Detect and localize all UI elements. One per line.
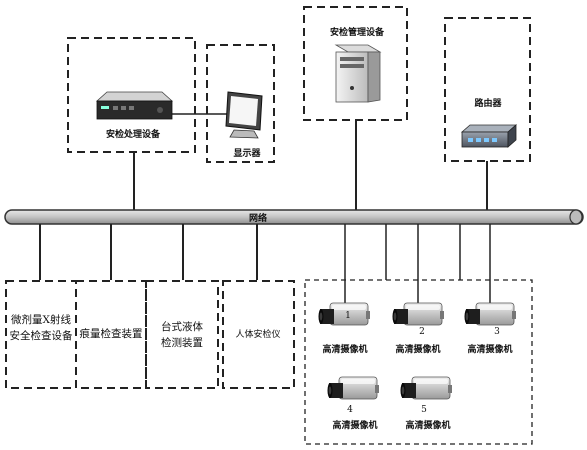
monitor-icon	[225, 91, 263, 139]
camera-1: 1 高清摄像机	[318, 302, 371, 355]
processing-device-box	[67, 37, 196, 153]
trace-device-label: 痕量检查装置	[80, 327, 143, 340]
monitor-label: 显示器	[233, 148, 261, 159]
network-label: 网络	[249, 212, 267, 224]
monitor-box	[206, 44, 275, 163]
router-label: 路由器	[474, 97, 502, 109]
processing-device-label: 安检处理设备	[106, 128, 161, 140]
camera-label: 高清摄像机	[332, 419, 377, 431]
xray-device-label-line-2: 安全检查设备	[10, 329, 73, 342]
camera-icon	[400, 376, 453, 400]
camera-number: 2	[419, 327, 425, 337]
router-icon	[460, 124, 518, 148]
camera-number: 3	[494, 327, 500, 337]
liquid-device-label-line-2: 检测装置	[161, 336, 203, 349]
body-scanner-box	[222, 280, 295, 389]
camera-4: 4 高清摄像机	[327, 376, 380, 431]
camera-icon	[464, 302, 517, 326]
camera-number: 5	[421, 405, 427, 415]
body-scanner-label: 人体安检仪	[235, 328, 280, 340]
camera-label: 高清摄像机	[395, 343, 440, 355]
network-bus	[4, 209, 584, 225]
security-processor-icon	[95, 91, 174, 120]
camera-2: 2 高清摄像机	[392, 302, 445, 355]
liquid-device-box	[145, 280, 219, 389]
camera-5: 5 高清摄像机	[400, 376, 453, 431]
router-box	[444, 17, 531, 162]
liquid-device-label-line-1: 台式液体	[161, 320, 203, 333]
camera-icon	[327, 376, 380, 400]
camera-number: 1	[345, 311, 351, 321]
camera-label: 高清摄像机	[405, 419, 450, 431]
camera-number: 4	[347, 405, 353, 415]
server-tower-icon	[334, 44, 382, 103]
management-device-label: 安检管理设备	[330, 26, 385, 38]
camera-icon	[392, 302, 445, 326]
camera-group-box	[304, 279, 533, 445]
xray-device-label-line-1: 微剂量X射线	[11, 313, 71, 326]
camera-label: 高清摄像机	[322, 343, 367, 355]
camera-label: 高清摄像机	[467, 343, 512, 355]
camera-3: 3 高清摄像机	[464, 302, 517, 355]
